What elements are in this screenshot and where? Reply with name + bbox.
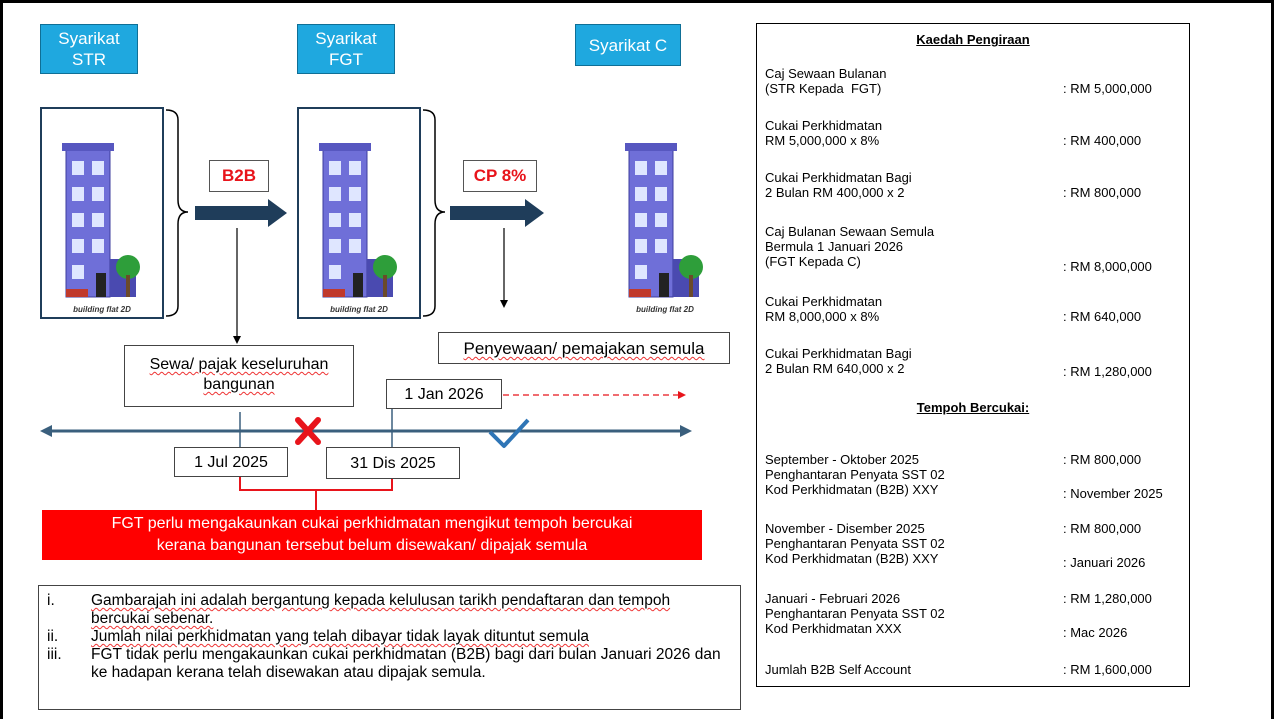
calc-value: : RM 640,000 [1063, 309, 1142, 324]
period-title: Tempoh Bercukai: [916, 400, 1030, 415]
calc-title: Kaedah Pengiraan [916, 32, 1030, 47]
calc-label: Cukai Perkhidmatan RM 5,000,000 x 8% [765, 118, 883, 148]
period-line2: Penghantaran Penyata SST 02 [765, 467, 945, 482]
calc-item: Caj Bulanan Sewaan Semula Bermula 1 Janu… [765, 224, 1185, 274]
calc-value: : RM 400,000 [1063, 133, 1142, 148]
building-caption: building flat 2D [330, 305, 388, 314]
period-item: Januari - Februari 2026 : RM 1,280,000 P… [765, 591, 1185, 640]
note-text: Jumlah nilai perkhidmatan yang telah dib… [91, 628, 590, 645]
calc-item: Cukai Perkhidmatan RM 5,000,000 x 8% : R… [765, 118, 1185, 150]
period-due: : Januari 2026 [1063, 555, 1146, 570]
building-icon [625, 143, 703, 298]
note-item: iii. FGT tidak perlu mengakaunkan cukai … [47, 646, 732, 682]
date-dis2025-text: 31 Dis 2025 [350, 455, 436, 472]
calc-label: Caj Sewaan Bulanan (STR Kepada FGT) [765, 66, 887, 96]
note-text: FGT tidak perlu mengakaunkan cukai perkh… [91, 646, 721, 681]
calculation-panel: Kaedah Pengiraan Caj Sewaan Bulanan (STR… [756, 23, 1190, 687]
period-line3: Kod Perkhidmatan (B2B) XXY [765, 482, 939, 497]
total-value: : RM 1,600,000 [1063, 662, 1152, 677]
alert-line-1: FGT perlu mengakaunkan cukai perkhidmata… [111, 515, 633, 532]
cross-icon [295, 417, 321, 445]
period-range: September - Oktober 2025 [765, 452, 919, 467]
building-icon [319, 143, 397, 298]
period-line3: Kod Perkhidmatan XXX [765, 621, 902, 636]
sublease-label: Penyewaan/ pemajakan semula [438, 332, 730, 364]
calc-item: Cukai Perkhidmatan Bagi 2 Bulan RM 640,0… [765, 346, 1185, 379]
period-item: November - Disember 2025 : RM 800,000 Pe… [765, 521, 1185, 570]
company-box-c: Syarikat C [575, 24, 681, 66]
note-text: Gambarajah ini adalah bergantung kepada … [91, 592, 671, 627]
period-range: Januari - Februari 2026 [765, 591, 901, 606]
building-icon [62, 143, 140, 298]
total-item: Jumlah B2B Self Account : RM 1,600,000 [765, 662, 1185, 678]
b2b-tag: B2B [209, 160, 269, 192]
note-number: iii. [47, 646, 62, 663]
company-box-str: Syarikat STR [40, 24, 138, 74]
company-box-fgt: Syarikat FGT [297, 24, 395, 74]
date-jan2026: 1 Jan 2026 [386, 379, 502, 409]
building-card-str: building flat 2D [40, 107, 164, 319]
calc-value: : RM 8,000,000 [1063, 259, 1152, 274]
date-jan2026-text: 1 Jan 2026 [404, 386, 484, 403]
arrow-cp [450, 199, 544, 227]
building-caption: building flat 2D [636, 305, 694, 314]
cp-tag: CP 8% [463, 160, 537, 192]
note-item: i. Gambarajah ini adalah bergantung kepa… [47, 592, 732, 628]
period-line3: Kod Perkhidmatan (B2B) XXY [765, 551, 939, 566]
total-label: Jumlah B2B Self Account [765, 662, 911, 677]
alert-banner: FGT perlu mengakaunkan cukai perkhidmata… [42, 510, 702, 560]
company-str-label: Syarikat STR [58, 29, 120, 69]
building-card-c: building flat 2D [603, 107, 727, 319]
calc-item: Cukai Perkhidmatan Bagi 2 Bulan RM 400,0… [765, 170, 1185, 202]
bracket-fgt [422, 109, 446, 317]
company-fgt-label: Syarikat FGT [315, 29, 377, 69]
note-number: i. [47, 592, 55, 609]
date-dis2025: 31 Dis 2025 [326, 447, 460, 479]
lease-whole-text: Sewa/ pajak keseluruhan bangunan [149, 356, 329, 393]
arrow-b2b [195, 199, 287, 227]
alert-line-2: kerana bangunan tersebut belum disewakan… [156, 537, 588, 554]
calc-label: Cukai Perkhidmatan RM 8,000,000 x 8% [765, 294, 883, 324]
calc-item: Cukai Perkhidmatan RM 8,000,000 x 8% : R… [765, 294, 1185, 326]
calc-value: : RM 800,000 [1063, 185, 1142, 200]
date-jul2025: 1 Jul 2025 [174, 447, 288, 477]
company-c-label: Syarikat C [588, 35, 668, 55]
bracket-str [165, 109, 189, 317]
calc-label: Cukai Perkhidmatan Bagi 2 Bulan RM 400,0… [765, 170, 912, 200]
period-range: November - Disember 2025 [765, 521, 925, 536]
period-due: : Mac 2026 [1063, 625, 1128, 640]
note-item: ii. Jumlah nilai perkhidmatan yang telah… [47, 628, 732, 646]
date-jul2025-text: 1 Jul 2025 [194, 454, 268, 471]
period-amount: : RM 1,280,000 [1063, 591, 1152, 606]
note-number: ii. [47, 628, 59, 645]
period-line2: Penghantaran Penyata SST 02 [765, 606, 945, 621]
period-due: : November 2025 [1063, 486, 1163, 501]
lease-whole-label: Sewa/ pajak keseluruhan bangunan [124, 345, 354, 407]
period-amount: : RM 800,000 [1063, 452, 1142, 467]
building-card-fgt: building flat 2D [297, 107, 421, 319]
calc-item: Caj Sewaan Bulanan (STR Kepada FGT) : RM… [765, 66, 1185, 98]
flow-diagram [40, 109, 692, 510]
notes-box: i. Gambarajah ini adalah bergantung kepa… [38, 585, 741, 710]
period-amount: : RM 800,000 [1063, 521, 1142, 536]
period-line2: Penghantaran Penyata SST 02 [765, 536, 945, 551]
calc-value: : RM 5,000,000 [1063, 81, 1152, 96]
calc-value: : RM 1,280,000 [1063, 364, 1152, 379]
checkmark-icon [488, 418, 530, 448]
period-item: September - Oktober 2025 : RM 800,000 Pe… [765, 452, 1185, 501]
calc-label: Caj Bulanan Sewaan Semula Bermula 1 Janu… [765, 224, 935, 269]
building-caption: building flat 2D [73, 305, 131, 314]
calc-label: Cukai Perkhidmatan Bagi 2 Bulan RM 640,0… [765, 346, 912, 376]
sublease-text: Penyewaan/ pemajakan semula [463, 339, 705, 358]
